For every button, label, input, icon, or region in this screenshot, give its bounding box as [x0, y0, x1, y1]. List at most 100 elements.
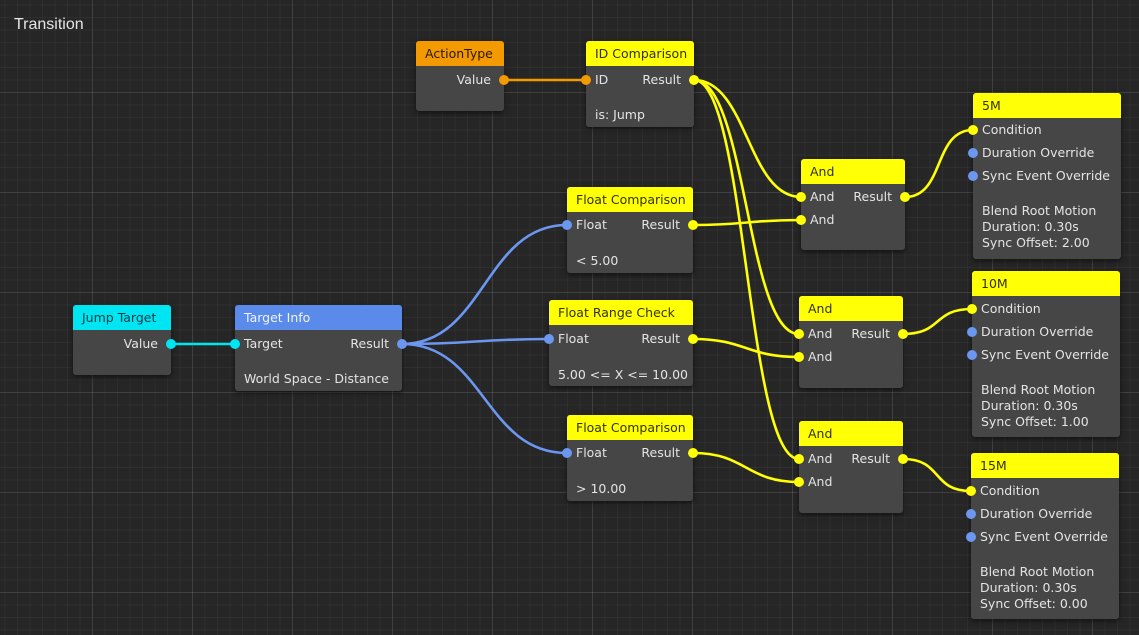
wire-float-comparison-2-to-and-3 [691, 451, 801, 484]
node-info-line: Sync Offset: 0.00 [980, 596, 1088, 611]
output-port-value[interactable] [166, 339, 176, 349]
and-node-1[interactable]: And And Result And [796, 159, 910, 250]
and-node-2[interactable]: And And Result And [794, 296, 908, 388]
node-header[interactable]: And [799, 296, 903, 321]
input-port-sync-event-override[interactable] [966, 532, 976, 542]
input-port-condition[interactable] [968, 125, 978, 135]
node-info: 5.00 <= X <= 10.00 [558, 367, 688, 382]
wire-and-1-to-5m [903, 128, 975, 199]
output-label-result: Result [853, 189, 892, 204]
jump-target-node[interactable]: Jump Target Value [73, 305, 176, 375]
action-type-node[interactable]: ActionType Value [416, 41, 509, 111]
output-port-result[interactable] [688, 334, 698, 344]
output-port-result[interactable] [898, 454, 908, 464]
wire-float-range-check-to-and-2 [691, 337, 801, 359]
input-port-and-2[interactable] [794, 352, 804, 362]
wire-and-3-to-15m [901, 457, 973, 493]
input-port-and-2[interactable] [796, 215, 806, 225]
wire-float-comparison-1-to-and-1 [691, 218, 803, 227]
input-label-and-1: And [810, 189, 835, 204]
wire-and-2-to-10m [901, 307, 974, 336]
node-info-line: Duration: 0.30s [981, 398, 1078, 413]
node-header[interactable]: Target Info [235, 305, 402, 330]
output-port-result[interactable] [689, 75, 699, 85]
node-info-line: Duration: 0.30s [982, 219, 1079, 234]
float-comparison-node-1[interactable]: Float Comparison Float Result < 5.00 [562, 187, 698, 273]
input-label-float: Float [576, 445, 607, 460]
input-label-duration-override: Duration Override [980, 506, 1093, 521]
float-range-check-node[interactable]: Float Range Check Float Result 5.00 <= X… [544, 300, 698, 386]
wire-id-comparison-to-and-1 [692, 78, 803, 199]
input-port-and-1[interactable] [794, 329, 804, 339]
wire-id-comparison-to-and-3 [692, 78, 801, 461]
input-port-condition[interactable] [966, 486, 976, 496]
transition-node-10m[interactable]: 10M Condition Duration Override Sync Eve… [967, 271, 1120, 437]
node-header[interactable]: Float Range Check [549, 300, 693, 325]
input-port-and-2[interactable] [794, 477, 804, 487]
node-header[interactable]: And [799, 421, 903, 446]
input-label-and-1: And [808, 451, 833, 466]
target-info-node[interactable]: Target Info Target Result World Space - … [230, 305, 407, 391]
node-info: World Space - Distance [244, 371, 390, 386]
input-label-sync-event-override: Sync Event Override [981, 347, 1109, 362]
input-port-target[interactable] [230, 339, 240, 349]
node-info-line: Blend Root Motion [980, 564, 1095, 579]
input-label-condition: Condition [981, 301, 1041, 316]
input-label-sync-event-override: Sync Event Override [982, 168, 1110, 183]
input-port-duration-override[interactable] [966, 509, 976, 519]
id-comparison-node[interactable]: ID Comparison ID Result is: Jump [581, 41, 699, 127]
node-header[interactable]: Jump Target [73, 305, 171, 330]
output-port-result[interactable] [688, 220, 698, 230]
input-port-float[interactable] [562, 220, 572, 230]
node-info: is: Jump [595, 107, 645, 122]
output-port-result[interactable] [397, 339, 407, 349]
input-port-float[interactable] [544, 334, 554, 344]
node-header[interactable]: ID Comparison [586, 41, 694, 66]
output-port-value[interactable] [499, 75, 509, 85]
wire-id-comparison-to-and-2 [692, 78, 801, 336]
node-header[interactable]: 10M [972, 271, 1120, 296]
input-label-and-1: And [808, 326, 833, 341]
input-port-float[interactable] [562, 448, 572, 458]
node-header[interactable]: 15M [971, 453, 1119, 478]
input-label-float: Float [576, 217, 607, 232]
and-node-3[interactable]: And And Result And [794, 421, 908, 513]
node-info-line: Sync Offset: 2.00 [982, 235, 1090, 250]
input-port-and-1[interactable] [796, 192, 806, 202]
node-header[interactable]: Float Comparison [567, 187, 693, 212]
output-port-result[interactable] [688, 448, 698, 458]
output-port-result[interactable] [900, 192, 910, 202]
node-info: > 10.00 [576, 481, 627, 496]
graph-title: Transition [14, 16, 84, 33]
input-port-and-1[interactable] [794, 454, 804, 464]
input-label-sync-event-override: Sync Event Override [980, 529, 1108, 544]
node-header[interactable]: 5M [973, 93, 1121, 118]
input-label-target: Target [244, 336, 283, 351]
output-label-value: Value [456, 72, 491, 87]
transition-node-15m[interactable]: 15M Condition Duration Override Sync Eve… [966, 453, 1119, 619]
output-label-result: Result [642, 72, 681, 87]
node-info-line: Duration: 0.30s [980, 580, 1077, 595]
input-port-duration-override[interactable] [967, 327, 977, 337]
node-header[interactable]: And [801, 159, 905, 184]
input-port-id[interactable] [581, 75, 591, 85]
input-label-id: ID [595, 72, 609, 87]
input-port-condition[interactable] [967, 304, 977, 314]
input-label-duration-override: Duration Override [981, 324, 1094, 339]
node-info-line: Blend Root Motion [981, 382, 1096, 397]
transition-node-5m[interactable]: 5M Condition Duration Override Sync Even… [968, 93, 1121, 259]
output-label-result: Result [350, 336, 389, 351]
wire-target-info-to-float-range-check [400, 337, 551, 346]
output-label-value: Value [123, 336, 158, 351]
output-label-result: Result [851, 451, 890, 466]
float-comparison-node-2[interactable]: Float Comparison Float Result > 10.00 [562, 415, 698, 501]
input-port-sync-event-override[interactable] [967, 350, 977, 360]
output-label-result: Result [851, 326, 890, 341]
output-label-result: Result [641, 445, 680, 460]
node-header[interactable]: ActionType [416, 41, 504, 66]
node-header[interactable]: Float Comparison [567, 415, 693, 440]
output-port-result[interactable] [898, 329, 908, 339]
input-port-duration-override[interactable] [968, 148, 978, 158]
input-port-sync-event-override[interactable] [968, 171, 978, 181]
wire-target-info-to-float-comparison-2 [400, 342, 569, 455]
